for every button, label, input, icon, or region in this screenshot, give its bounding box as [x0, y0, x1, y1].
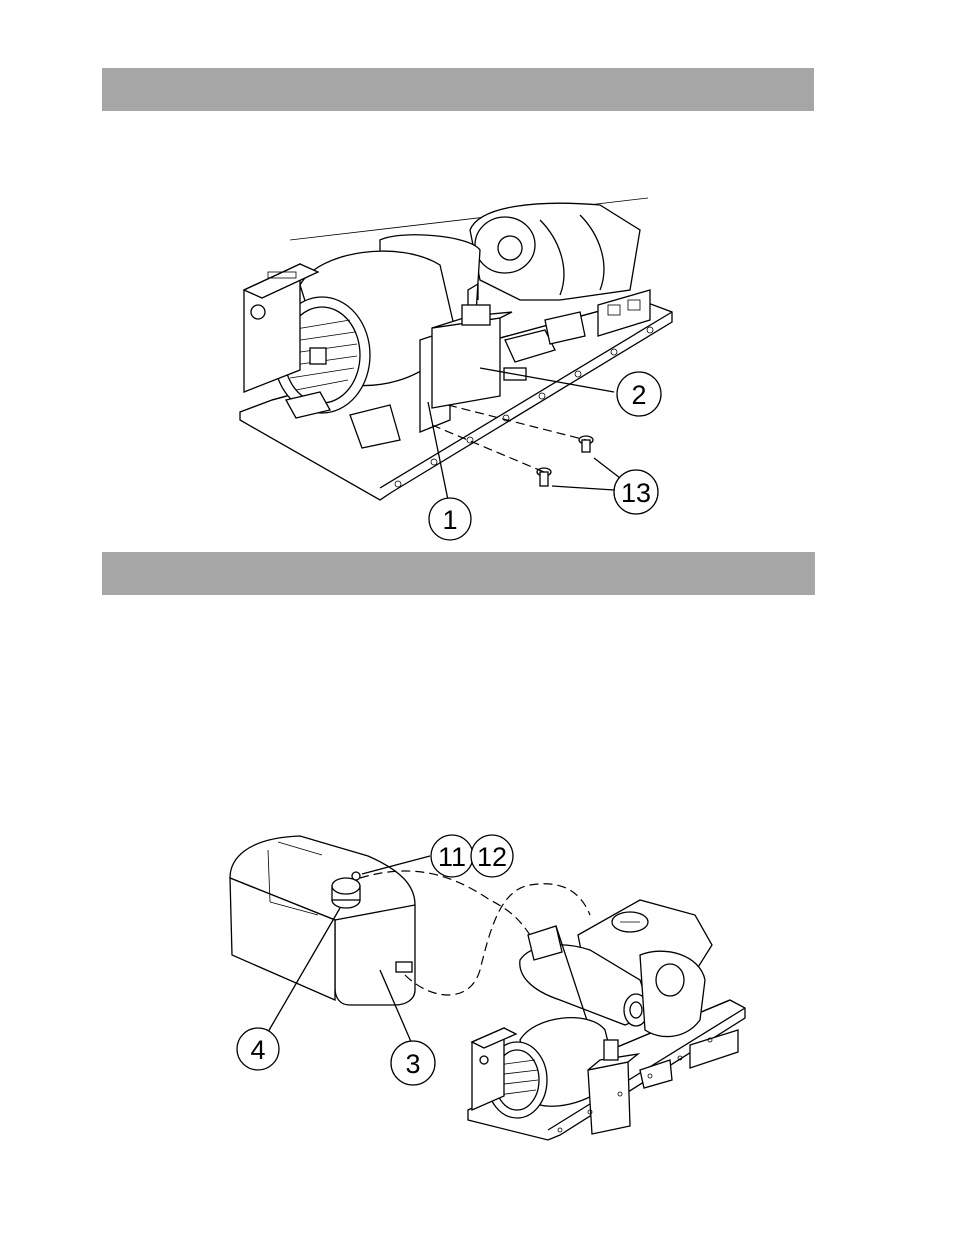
- callout-12: 12: [471, 835, 513, 877]
- svg-text:1: 1: [442, 505, 457, 535]
- svg-text:2: 2: [631, 380, 646, 410]
- svg-text:3: 3: [405, 1049, 420, 1079]
- svg-text:13: 13: [621, 478, 651, 508]
- bolt-upper: [579, 436, 593, 452]
- callout-13: 13: [614, 470, 658, 514]
- fuel-tank: [230, 836, 415, 1005]
- callout-1: 1: [429, 498, 471, 540]
- svg-text:12: 12: [477, 842, 507, 872]
- generator-filter-illustration: 2 13 1: [0, 0, 954, 560]
- generator-assembly: [468, 900, 745, 1140]
- callout-11: 11: [431, 835, 473, 877]
- svg-text:4: 4: [250, 1035, 265, 1065]
- svg-text:11: 11: [438, 842, 466, 872]
- fuel-tank-generator-illustration: 11 12 4 3: [0, 560, 954, 1235]
- callout-4: 4: [237, 1028, 279, 1070]
- bolt-lower: [537, 468, 551, 486]
- callout-3: 3: [391, 1041, 435, 1085]
- callout-2: 2: [617, 372, 661, 416]
